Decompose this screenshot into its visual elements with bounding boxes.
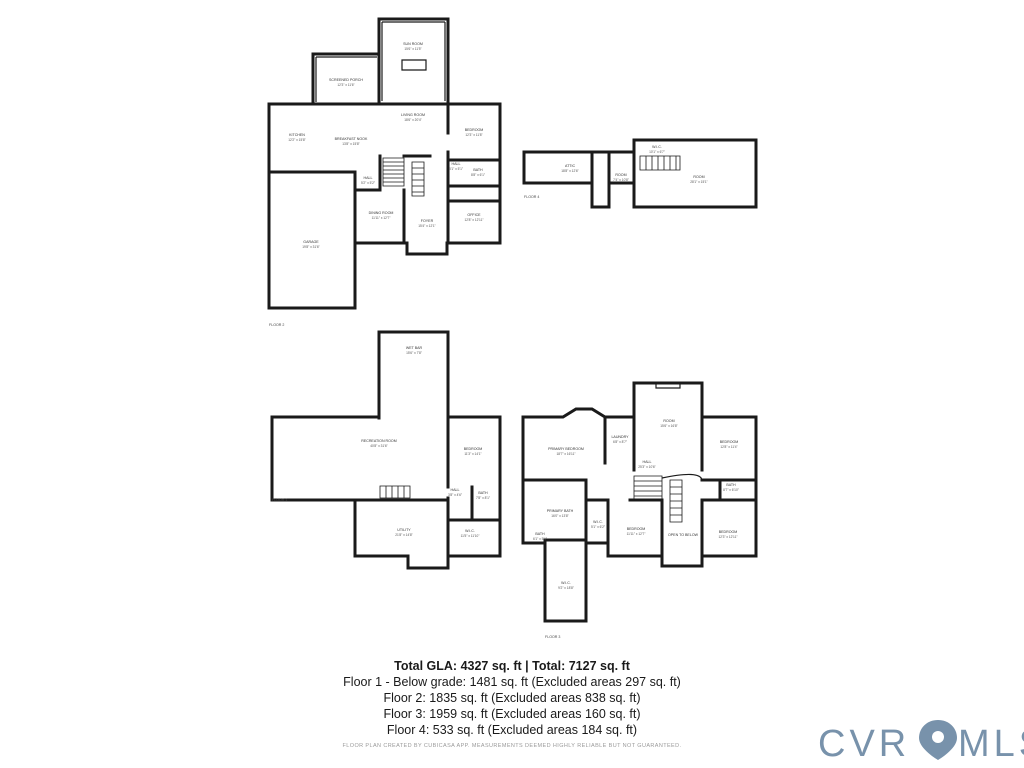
room-f1-bath-name: BATH xyxy=(478,491,488,495)
room-recreation-room-dim: 40'8" x 31'6" xyxy=(370,444,387,448)
logo-letters-right: MLS xyxy=(958,723,1024,762)
room-f3-bedroom-b-name: BEDROOM xyxy=(627,527,646,531)
room-f3-bath-a-dim: 8'7" x 6'10" xyxy=(723,488,739,492)
room-f1-bath-dim: 7'8" x 8'1" xyxy=(476,496,490,500)
room-f4-wic-name: W.I.C. xyxy=(652,145,662,149)
room-f3-wic-a-dim: 5'1" x 6'2" xyxy=(591,525,605,529)
room-kitchen-dim: 12'2" x 15'8" xyxy=(288,138,305,142)
floor-3-label: FLOOR 3 xyxy=(545,635,560,639)
room-f1-bedroom-dim: 11'3" x 14'1" xyxy=(464,452,481,456)
room-f1-hall-dim: 3'8" x 4'6" xyxy=(448,493,462,497)
room-office-name: OFFICE xyxy=(467,213,481,217)
room-f2-hall-a-name: HALL xyxy=(452,162,461,166)
room-attic-name: ATTIC xyxy=(565,164,576,168)
floor-4-area: Floor 4: 533 sq. ft (Excluded areas 184 … xyxy=(386,723,638,737)
floor-1-label: FLOOR 1 xyxy=(272,498,287,502)
room-f2-bath-dim: 8'8" x 6'1" xyxy=(471,173,485,177)
floor-2-labels: SUN ROOM 15'6" x 11'5" SCREENED PORCH 12… xyxy=(288,42,485,249)
room-dining-room-dim: 11'11" x 12'7" xyxy=(372,216,391,220)
total-area-heading: Total GLA: 4327 sq. ft | Total: 7127 sq.… xyxy=(394,659,630,673)
floor-2-plan: FLOOR 2 xyxy=(267,17,502,327)
room-dining-room-name: DINING ROOM xyxy=(369,211,394,215)
room-f2-bedroom-name: BEDROOM xyxy=(465,128,484,132)
room-f2-bedroom-dim: 12'3" x 11'8" xyxy=(465,133,482,137)
room-open-to-below-name: OPEN TO BELOW xyxy=(668,533,699,537)
room-f4-room-small-name: ROOM xyxy=(615,173,626,177)
room-wet-bar-name: WET BAR xyxy=(406,346,423,350)
room-f1-hall-name: HALL xyxy=(451,488,460,492)
room-sun-room-name: SUN ROOM xyxy=(403,42,423,46)
room-laundry-name: LAUNDRY xyxy=(611,435,629,439)
room-f4-room-dim: 28'1" x 15'1" xyxy=(690,180,707,184)
room-f3-hall-name: HALL xyxy=(643,460,652,464)
room-kitchen-name: KITCHEN xyxy=(289,133,305,137)
room-screened-porch-dim: 12'3" x 11'6" xyxy=(337,83,354,87)
room-f2-bath-name: BATH xyxy=(473,168,483,172)
room-f3-bath-b-dim: 6'1" x 5'1" xyxy=(533,537,547,541)
disclaimer-text: FLOOR PLAN CREATED BY CUBICASA APP. MEAS… xyxy=(342,743,682,749)
room-attic-dim: 18'8" x 12'6" xyxy=(561,169,578,173)
room-f3-wic-b-name: W.I.C. xyxy=(561,581,571,585)
room-f3-room-name: ROOM xyxy=(663,419,674,423)
cvrmls-logo: CVR MLS xyxy=(818,720,1024,762)
room-f3-bedroom-c-name: BEDROOM xyxy=(719,530,738,534)
room-office-dim: 12'8" x 12'11" xyxy=(464,218,483,222)
room-breakfast-nook-dim: 13'8" x 15'8" xyxy=(342,142,359,146)
room-f3-bedroom-c-dim: 12'3" x 12'11" xyxy=(718,535,737,539)
room-f1-bedroom-name: BEDROOM xyxy=(464,447,483,451)
room-f4-room-name: ROOM xyxy=(693,175,704,179)
room-utility-dim: 21'8" x 14'8" xyxy=(395,533,412,537)
room-f3-bedroom-b-dim: 11'11" x 12'7" xyxy=(627,532,646,536)
room-screened-porch-name: SCREENED PORCH xyxy=(329,78,363,82)
room-garage-dim: 19'8" x 31'6" xyxy=(302,245,319,249)
room-laundry-dim: 6'8" x 8'7" xyxy=(613,440,627,444)
floor-1-area: Floor 1 - Below grade: 1481 sq. ft (Excl… xyxy=(343,675,681,689)
room-f2-hall-b-name: HALL xyxy=(364,176,373,180)
room-f3-bath-a-name: BATH xyxy=(726,483,736,487)
room-f3-bath-b-name: BATH xyxy=(535,532,545,536)
room-f3-room-dim: 15'6" x 16'8" xyxy=(660,424,677,428)
floor-2-area: Floor 2: 1835 sq. ft (Excluded areas 838… xyxy=(383,691,641,705)
floor-3-plan: FLOOR 3 xyxy=(521,381,758,639)
floor-4-label: FLOOR 4 xyxy=(524,195,539,199)
room-foyer-dim: 15'4" x 12'1" xyxy=(418,224,435,228)
room-f4-room-small-dim: 7'4" x 10'8" xyxy=(613,178,629,182)
map-pin-icon xyxy=(919,720,957,760)
floor-2-label: FLOOR 2 xyxy=(269,323,284,327)
floor-3-labels: PRIMARY BEDROOM 18'7" x 16'11" LAUNDRY 6… xyxy=(533,419,739,590)
room-utility-name: UTILITY xyxy=(397,528,411,532)
floor-4-plan: FLOOR 4 xyxy=(522,138,758,209)
room-living-room-dim: 18'6" x 20'4" xyxy=(404,118,421,122)
room-primary-bedroom-name: PRIMARY BEDROOM xyxy=(548,447,584,451)
room-living-room-name: LIVING ROOM xyxy=(401,113,425,117)
room-primary-bath-dim: 16'0" x 13'8" xyxy=(551,514,568,518)
area-summary: Total GLA: 4327 sq. ft | Total: 7127 sq.… xyxy=(262,658,762,738)
floor-plan: FLOOR 2 SUN ROOM 15'6" x 11'5" SCREENED … xyxy=(267,17,758,639)
room-primary-bath-name: PRIMARY BATH xyxy=(547,509,574,513)
room-breakfast-nook-name: BREAKFAST NOOK xyxy=(335,137,368,141)
room-f1-wic-dim: 11'5" x 11'10" xyxy=(461,534,480,538)
room-f3-hall-dim: 25'3" x 10'6" xyxy=(638,465,655,469)
room-f4-wic-dim: 10'1" x 6'7" xyxy=(649,150,665,154)
room-foyer-name: FOYER xyxy=(421,219,434,223)
room-f3-bedroom-a-dim: 12'8" x 11'4" xyxy=(720,445,737,449)
room-f3-wic-b-dim: 9'2" x 18'8" xyxy=(558,586,574,590)
floor-1-plan: FLOOR 1 xyxy=(270,330,502,570)
room-wet-bar-dim: 15'6" x 7'8" xyxy=(406,351,422,355)
room-primary-bedroom-dim: 18'7" x 16'11" xyxy=(556,452,575,456)
room-f2-hall-b-dim: 5'2" x 5'2" xyxy=(361,181,375,185)
room-f3-bedroom-a-name: BEDROOM xyxy=(720,440,739,444)
room-f1-wic-name: W.I.C. xyxy=(465,529,475,533)
logo-letters-left: CVR xyxy=(818,723,910,762)
room-garage-name: GARAGE xyxy=(303,240,319,244)
floor-4-labels: ATTIC 18'8" x 12'6" ROOM 7'4" x 10'8" W.… xyxy=(561,145,707,184)
floor-1-labels: WET BAR 15'6" x 7'8" RECREATION ROOM 40'… xyxy=(361,346,490,538)
floor-3-area: Floor 3: 1959 sq. ft (Excluded areas 160… xyxy=(383,707,641,721)
room-f2-hall-a-dim: 5'1" x 5'1" xyxy=(449,167,463,171)
room-f3-wic-a-name: W.I.C. xyxy=(593,520,603,524)
room-recreation-room-name: RECREATION ROOM xyxy=(361,439,396,443)
room-sun-room-dim: 15'6" x 11'5" xyxy=(404,47,421,51)
